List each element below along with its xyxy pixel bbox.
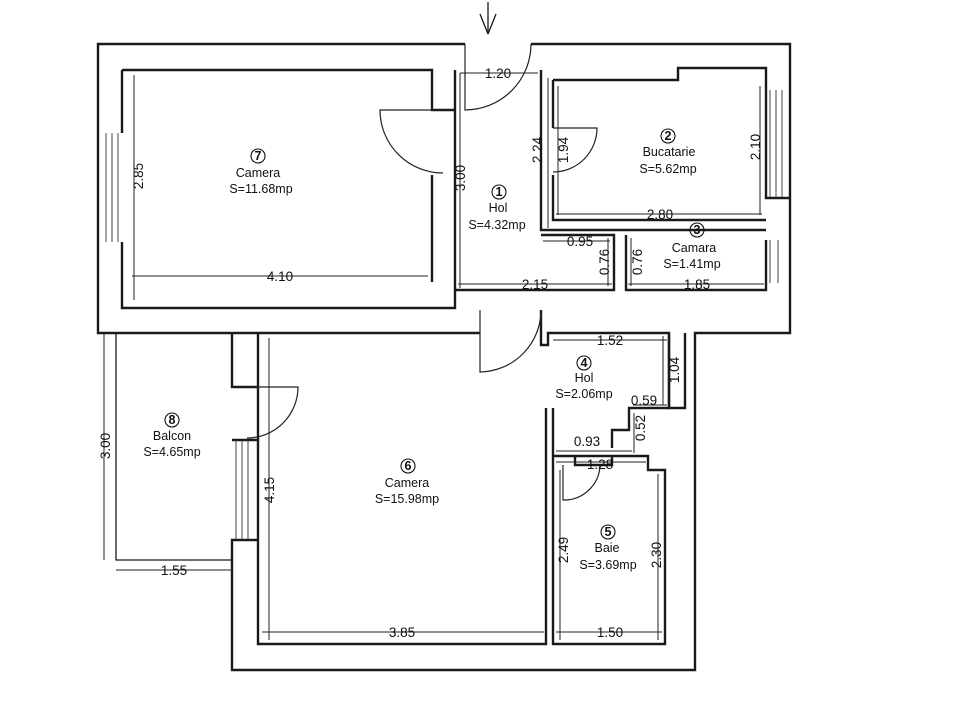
dim-2-80: 2.80: [647, 207, 673, 222]
doors: [246, 43, 601, 501]
dim-1-55: 1.55: [161, 563, 187, 578]
dim-2-30: 2.30: [649, 542, 664, 568]
dim-0-76-b: 0.76: [630, 249, 645, 275]
dim-0-95: 0.95: [567, 234, 593, 249]
room-8-number: 8: [169, 413, 176, 427]
room-1-name: Hol: [489, 201, 508, 215]
dim-0-93: 0.93: [574, 434, 600, 449]
dim-4-15: 4.15: [262, 477, 277, 503]
room-2-label: 2 Bucatarie S=5.62mp: [639, 128, 697, 176]
dimension-labels: 1.20 2.85 4.10 3.00 2.24 1.94 2.10 2.80 …: [98, 66, 763, 640]
dim-1-85: 1.85: [684, 277, 710, 292]
dim-1-94: 1.94: [556, 136, 571, 163]
room-4-number: 4: [581, 356, 588, 370]
room-8-label: 8 Balcon S=4.65mp: [143, 412, 201, 459]
dim-1-52: 1.52: [597, 333, 623, 348]
room-2-name: Bucatarie: [643, 145, 696, 159]
dim-0-59: 0.59: [631, 393, 657, 408]
dim-3-00-hol: 3.00: [453, 165, 468, 191]
windows: [105, 90, 783, 540]
balcony-outline: [115, 333, 232, 561]
room-3-area: S=1.41mp: [663, 257, 720, 271]
dim-3-00-balcon: 3.00: [98, 433, 113, 459]
dim-1-04: 1.04: [667, 356, 682, 383]
room-7-number: 7: [255, 149, 262, 163]
dim-2-15: 2.15: [522, 277, 548, 292]
room-8-name: Balcon: [153, 429, 191, 443]
room-2-area: S=5.62mp: [639, 162, 696, 176]
room-3-name: Camara: [672, 241, 717, 255]
room-6-area: S=15.98mp: [375, 492, 439, 506]
room-4-area: S=2.06mp: [555, 387, 612, 401]
room-3-number: 3: [694, 223, 701, 237]
dim-1-28: 1.28: [587, 457, 613, 472]
outer-walls: [96, 42, 792, 672]
room-4-label: 4 Hol S=2.06mp: [555, 355, 613, 401]
room-2-number: 2: [665, 129, 672, 143]
dim-2-24: 2.24: [530, 136, 545, 163]
entrance-arrow-icon: [479, 2, 497, 35]
room-3-label: 3 Camara S=1.41mp: [663, 222, 721, 271]
room-7-area: S=11.68mp: [229, 182, 292, 196]
room-1-area: S=4.32mp: [468, 218, 525, 232]
dim-0-52: 0.52: [633, 415, 648, 441]
room-8-area: S=4.65mp: [143, 445, 200, 459]
room-5-name: Baie: [594, 541, 619, 555]
dim-0-76-a: 0.76: [597, 249, 612, 275]
dim-2-49: 2.49: [556, 537, 571, 563]
room-6-name: Camera: [385, 476, 430, 490]
dim-1-20: 1.20: [485, 66, 511, 81]
dim-3-85: 3.85: [389, 625, 415, 640]
dim-4-10: 4.10: [267, 269, 293, 284]
room-5-label: 5 Baie S=3.69mp: [579, 524, 637, 572]
room-4-name: Hol: [575, 371, 594, 385]
room-5-number: 5: [605, 525, 612, 539]
dim-2-10: 2.10: [748, 134, 763, 160]
dimension-lines: [103, 72, 764, 640]
room-7-name: Camera: [236, 166, 281, 180]
room-7-label: 7 Camera S=11.68mp: [229, 148, 293, 196]
dim-1-50: 1.50: [597, 625, 623, 640]
room-5-area: S=3.69mp: [579, 558, 636, 572]
room-6-label: 6 Camera S=15.98mp: [375, 458, 439, 506]
dim-2-85: 2.85: [131, 163, 146, 189]
room-6-number: 6: [405, 459, 412, 473]
room-1-number: 1: [496, 185, 503, 199]
room-1-label: 1 Hol S=4.32mp: [468, 184, 526, 232]
